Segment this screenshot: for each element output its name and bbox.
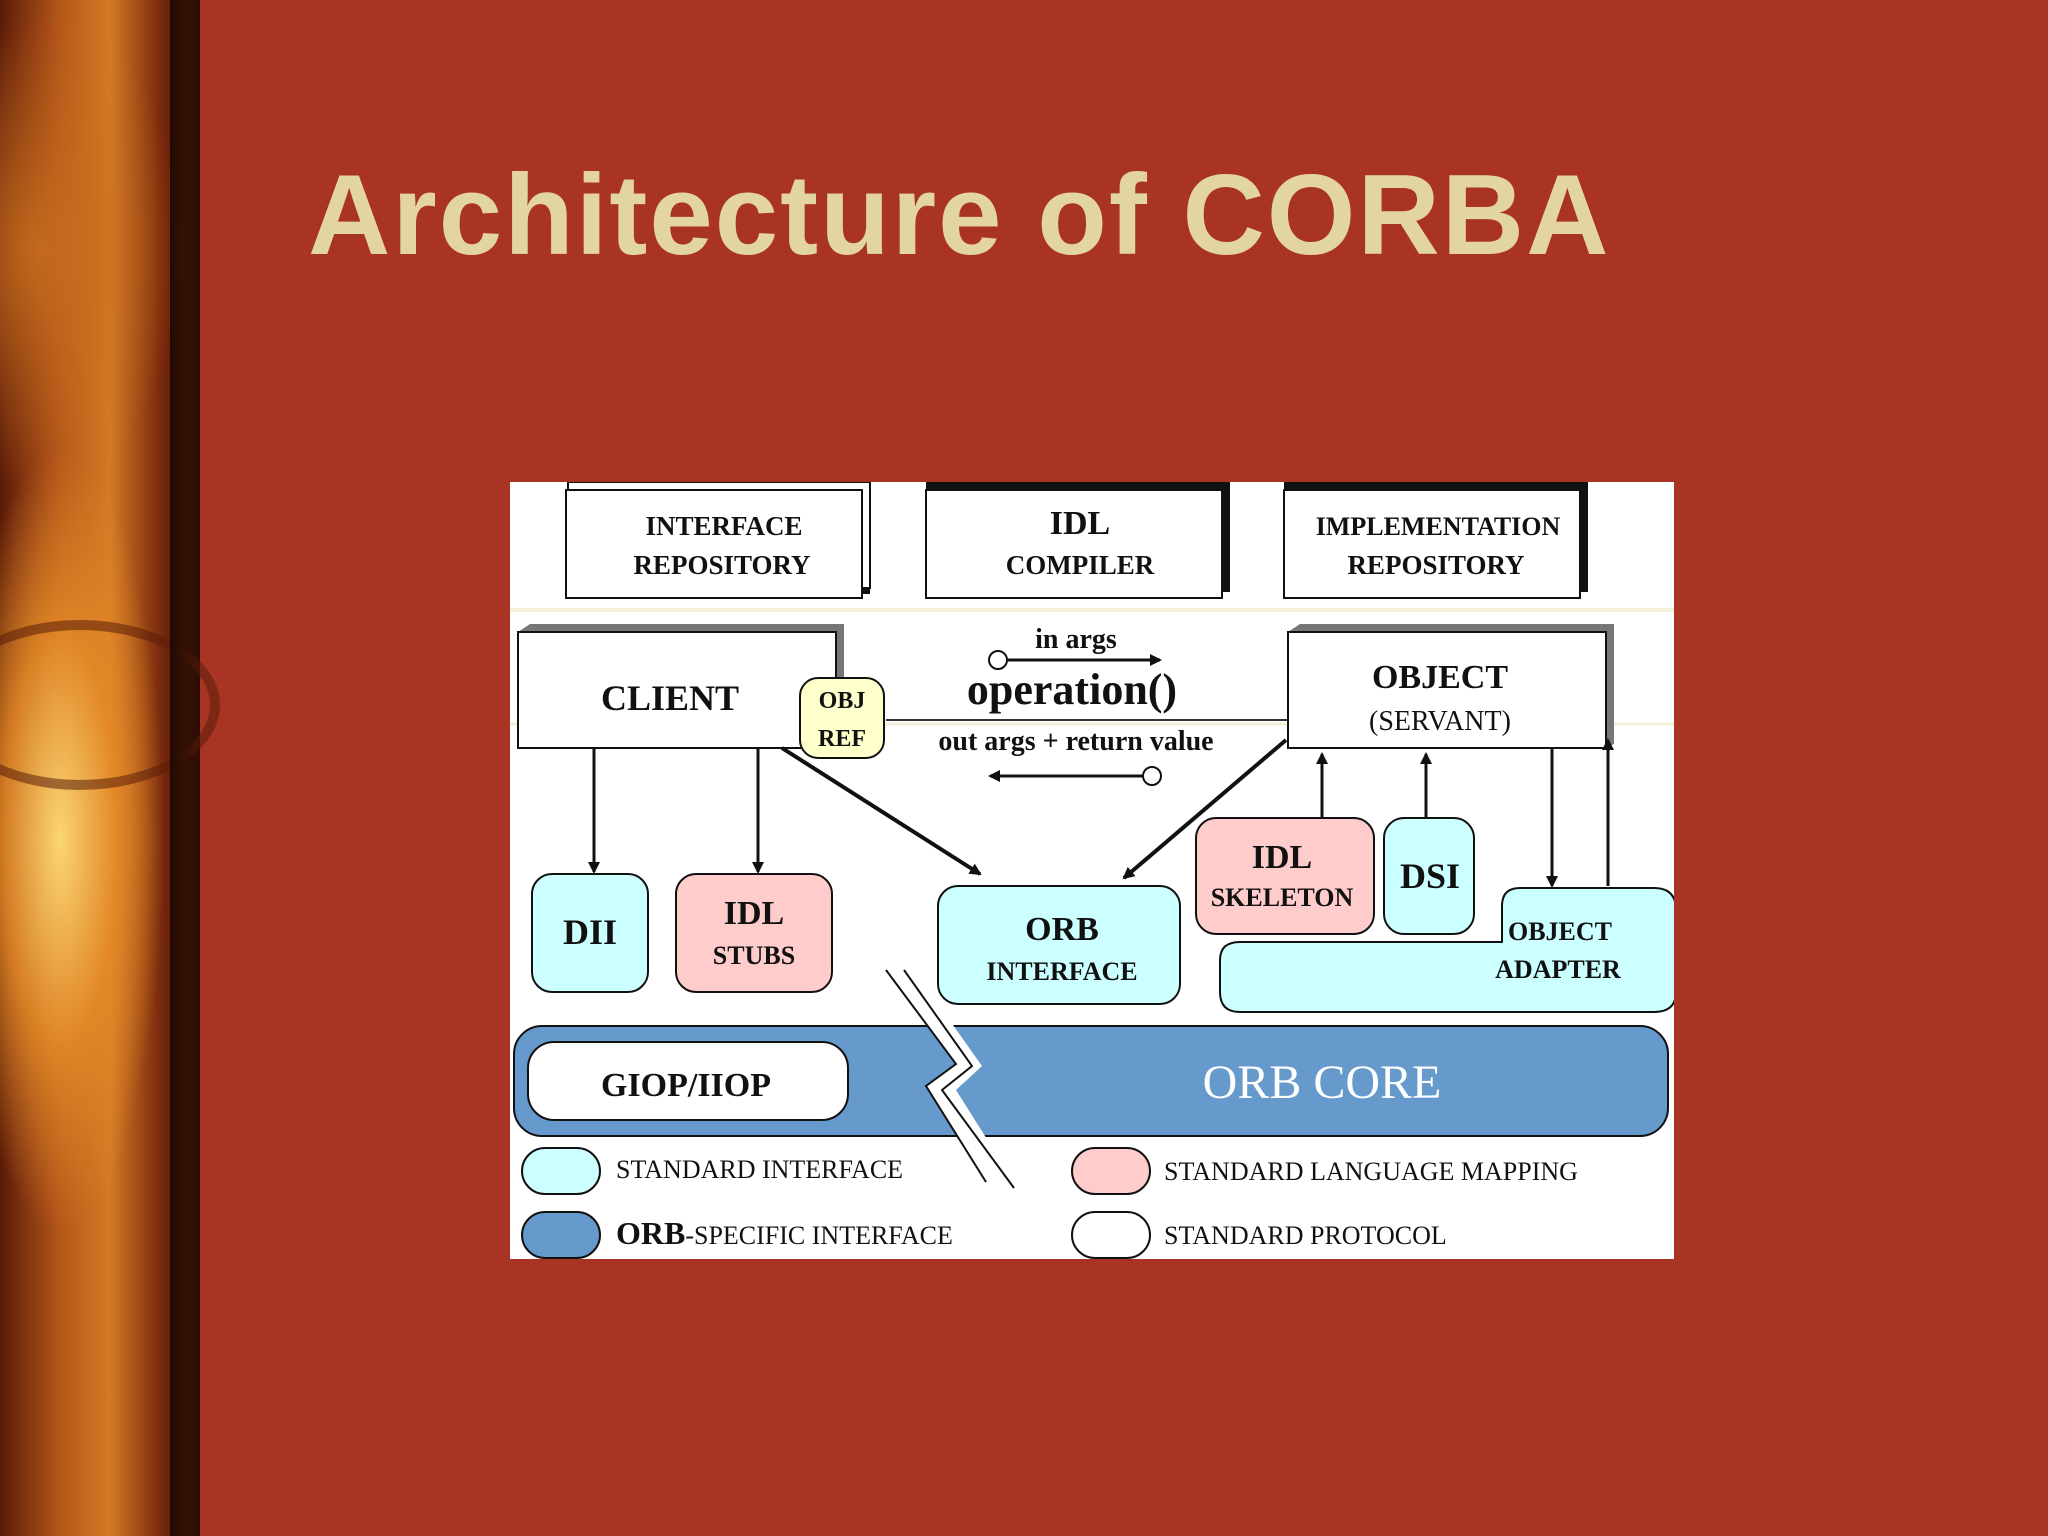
out-args-label: out args + return value bbox=[938, 726, 1213, 757]
object-servant-box: OBJECT (SERVANT) bbox=[1287, 624, 1614, 749]
implementation-repository-label-1: IMPLEMENTATION bbox=[1316, 512, 1561, 541]
legend-orb-specific-prefix: ORB bbox=[616, 1215, 685, 1251]
idl-skeleton-label-1: IDL bbox=[1252, 839, 1312, 876]
idl-compiler-label-1: IDL bbox=[1050, 505, 1110, 542]
corba-diagram: INTERFACE REPOSITORY IDL COMPILER IMPLEM… bbox=[510, 482, 1674, 1259]
dsi-box: DSI bbox=[1383, 817, 1475, 935]
interface-repository-label-2: REPOSITORY bbox=[633, 550, 810, 580]
obj-ref-badge: OBJ REF bbox=[799, 677, 885, 759]
object-adapter-label-2: ADAPTER bbox=[1495, 955, 1621, 984]
glass-rim-decoration bbox=[0, 620, 220, 790]
object-adapter-box: OBJECT ADAPTER bbox=[1219, 887, 1674, 1013]
implementation-repository-label-2: REPOSITORY bbox=[1347, 550, 1524, 580]
corba-diagram-panel: INTERFACE REPOSITORY IDL COMPILER IMPLEM… bbox=[510, 482, 1674, 1259]
legend-standard-interface: STANDARD INTERFACE bbox=[521, 1147, 903, 1195]
object-to-orb-interface-arrow bbox=[1122, 738, 1288, 880]
legend-standard-protocol: STANDARD PROTOCOL bbox=[1071, 1211, 1447, 1259]
orb-interface-box: ORB INTERFACE bbox=[937, 885, 1181, 1005]
idl-compiler-box: IDL COMPILER bbox=[925, 482, 1230, 599]
side-photo-decoration bbox=[0, 0, 220, 1536]
object-adapter-label-1: OBJECT bbox=[1508, 917, 1612, 946]
obj-ref-label-2: REF bbox=[818, 726, 866, 752]
legend-standard-protocol-label: STANDARD PROTOCOL bbox=[1164, 1221, 1447, 1250]
orb-core-label: ORB CORE bbox=[1203, 1056, 1442, 1109]
giop-iiop-label: GIOP/IIOP bbox=[601, 1067, 771, 1104]
idl-stubs-box: IDL STUBS bbox=[675, 873, 833, 993]
servant-label: (SERVANT) bbox=[1369, 706, 1511, 737]
side-shadow-decoration bbox=[170, 0, 200, 1536]
dii-label: DII bbox=[563, 912, 617, 952]
client-label: CLIENT bbox=[601, 678, 739, 718]
client-to-orb-interface-arrow bbox=[780, 746, 982, 876]
interface-repository-label-1: INTERFACE bbox=[645, 511, 802, 541]
idl-skeleton-label-2: SKELETON bbox=[1211, 883, 1354, 912]
dsi-label: DSI bbox=[1400, 856, 1460, 896]
legend-standard-interface-label: STANDARD INTERFACE bbox=[616, 1155, 903, 1184]
orb-interface-label-1: ORB bbox=[1025, 911, 1099, 948]
svg-text:ORB-SPECIFIC INTERFACE: ORB-SPECIFIC INTERFACE bbox=[616, 1215, 953, 1251]
object-label: OBJECT bbox=[1372, 659, 1508, 696]
legend: STANDARD INTERFACE STANDARD LANGUAGE MAP… bbox=[521, 1147, 1578, 1259]
operation-label: operation() bbox=[967, 665, 1177, 714]
implementation-repository-box: IMPLEMENTATION REPOSITORY bbox=[1283, 482, 1588, 599]
dii-box: DII bbox=[531, 873, 649, 993]
in-args-label: in args bbox=[1035, 624, 1117, 655]
legend-orb-specific-suffix: -SPECIFIC INTERFACE bbox=[685, 1221, 953, 1250]
legend-orb-specific-interface: ORB-SPECIFIC INTERFACE bbox=[521, 1211, 953, 1259]
interface-repository-box: INTERFACE REPOSITORY bbox=[565, 482, 871, 599]
idl-skeleton-box: IDL SKELETON bbox=[1195, 817, 1375, 935]
zigzag-break bbox=[885, 969, 1015, 1189]
client-box: CLIENT bbox=[517, 624, 844, 750]
legend-language-mapping-label: STANDARD LANGUAGE MAPPING bbox=[1164, 1157, 1578, 1186]
out-args-arrow: out args + return value bbox=[938, 726, 1214, 786]
orb-interface-label-2: INTERFACE bbox=[986, 957, 1137, 986]
giop-iiop-box: GIOP/IIOP bbox=[527, 1041, 849, 1121]
in-args-arrow: in args bbox=[988, 624, 1162, 670]
idl-stubs-label-1: IDL bbox=[724, 895, 784, 932]
obj-ref-label-1: OBJ bbox=[819, 688, 866, 714]
idl-stubs-label-2: STUBS bbox=[713, 941, 795, 970]
legend-standard-language-mapping: STANDARD LANGUAGE MAPPING bbox=[1071, 1147, 1578, 1195]
idl-compiler-label-2: COMPILER bbox=[1006, 550, 1155, 580]
slide-title: Architecture of CORBA bbox=[308, 152, 1611, 279]
